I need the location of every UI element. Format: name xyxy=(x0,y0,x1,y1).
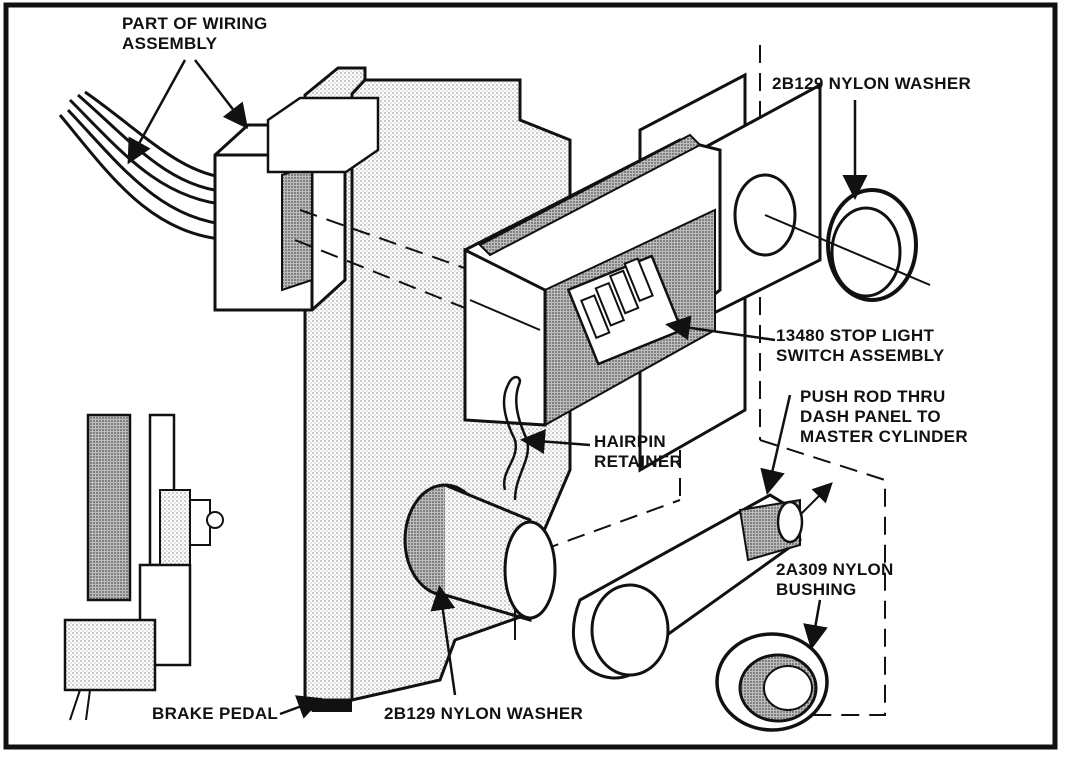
label-wiring-assembly-line1: PART OF WIRING xyxy=(122,14,268,33)
inset-side-view xyxy=(63,413,224,721)
label-hairpin-line1: HAIRPIN xyxy=(594,432,666,451)
label-switch-assembly-line1: 13480 STOP LIGHT xyxy=(776,326,935,345)
label-wiring-assembly-line2: ASSEMBLY xyxy=(122,34,218,53)
label-nylon-bushing: 2A309 NYLON BUSHING xyxy=(776,560,894,600)
label-switch-assembly: 13480 STOP LIGHT SWITCH ASSEMBLY xyxy=(776,326,945,366)
leader-lines xyxy=(127,59,868,719)
nylon-bushing xyxy=(715,632,829,732)
label-hairpin-line2: RETAINER xyxy=(594,452,683,471)
label-brake-pedal: BRAKE PEDAL xyxy=(152,704,279,723)
label-washer-bottom: 2B129 NYLON WASHER xyxy=(384,704,584,723)
label-hairpin-retainer: HAIRPIN RETAINER xyxy=(594,432,682,472)
stop-light-switch xyxy=(463,133,722,427)
wiring-connector xyxy=(213,96,380,312)
label-push-rod: PUSH ROD THRU DASH PANEL TO MASTER CYLIN… xyxy=(800,387,968,447)
label-wiring-assembly: PART OF WIRING ASSEMBLY xyxy=(122,14,268,54)
nylon-washer-top xyxy=(764,188,931,302)
label-push-rod-line2: DASH PANEL TO xyxy=(800,407,941,426)
label-bushing-line2: BUSHING xyxy=(776,580,857,599)
nylon-washer-bottom xyxy=(403,483,557,640)
wiring-cables xyxy=(58,90,233,242)
label-push-rod-line1: PUSH ROD THRU xyxy=(800,387,946,406)
label-washer-top: 2B129 NYLON WASHER xyxy=(772,74,972,93)
label-switch-assembly-line2: SWITCH ASSEMBLY xyxy=(776,346,945,365)
push-rod xyxy=(571,482,833,680)
label-push-rod-line3: MASTER CYLINDER xyxy=(800,427,968,446)
label-bushing-line1: 2A309 NYLON xyxy=(776,560,894,579)
